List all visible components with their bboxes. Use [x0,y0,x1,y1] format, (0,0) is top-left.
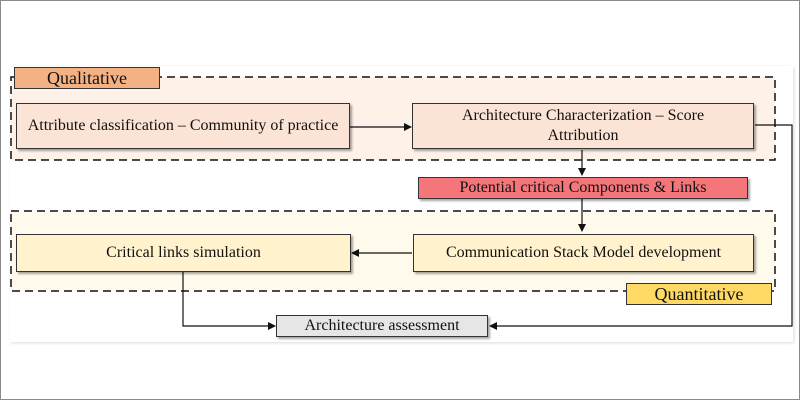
qualitative-group-label: Qualitative [14,67,160,89]
arrow-characterization-to-assessment [489,124,793,330]
architecture-assessment-label: Architecture assessment [304,317,460,334]
critical-links-label: Critical links simulation [106,244,261,261]
architecture-characterization-box: Architecture Characterization – Score At… [412,103,754,149]
arrow-critical-links-to-assessment [182,272,276,330]
architecture-assessment-box: Architecture assessment [276,315,488,337]
attribute-classification-label: Attribute classification – Community of … [27,117,339,134]
architecture-characterization-label: Architecture Characterization – Score At… [461,107,705,144]
potential-critical-label: Potential critical Components & Links [459,179,707,196]
quantitative-group-label: Quantitative [626,283,772,305]
critical-links-box: Critical links simulation [16,234,351,272]
communication-stack-box: Communication Stack Model development [413,234,754,272]
attribute-classification-box: Attribute classification – Community of … [16,103,350,149]
potential-critical-box: Potential critical Components & Links [418,177,748,199]
communication-stack-label: Communication Stack Model development [445,244,722,261]
